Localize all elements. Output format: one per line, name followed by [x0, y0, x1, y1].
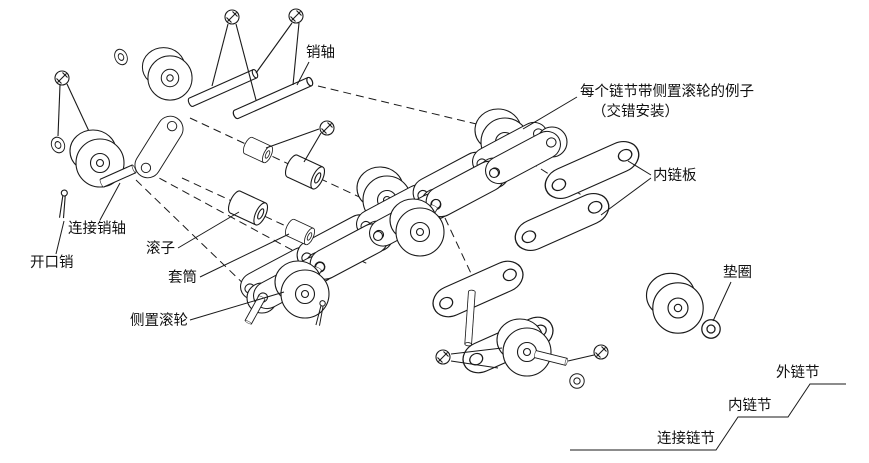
label-example-line1: 每个链节带侧置滚轮的例子 [580, 83, 754, 100]
lower-outer-link-group [427, 255, 609, 389]
label-outer-link: 外链节 [776, 364, 820, 381]
label-roller: 滚子 [146, 240, 175, 257]
label-inner-plate: 内链板 [653, 166, 697, 184]
leader-pin [296, 61, 310, 86]
label-inner-link: 内链节 [728, 397, 772, 414]
roller-tube [282, 152, 328, 192]
hatch-symbol [224, 9, 240, 25]
left-connecting-link-group [48, 70, 138, 219]
washer-ring [569, 373, 585, 389]
leader-cotter-pin [55, 220, 65, 255]
leader-inner-plate [600, 177, 652, 216]
leader-side-roller [189, 291, 285, 321]
label-washer: 垫圈 [723, 264, 752, 281]
side-roller [645, 272, 704, 334]
leader-connecting-pin [99, 182, 121, 221]
pin-end [372, 230, 384, 242]
leader-washer [712, 281, 732, 322]
washer-ring [48, 134, 68, 156]
pin-end [488, 167, 500, 179]
label-pin-shaft: 销轴 [306, 44, 335, 61]
drawing [48, 8, 721, 389]
washer-ring [111, 46, 131, 68]
chain-assembly-group [235, 108, 568, 327]
hatch-symbol [319, 120, 335, 136]
roller-bushing-group [225, 120, 335, 247]
hatch-symbol [435, 349, 451, 365]
leader-example [522, 96, 578, 130]
outer-plate [427, 255, 529, 323]
side-roller [141, 47, 193, 101]
roller-tube [225, 188, 271, 228]
labels-group: 销轴 每个链节带侧置滚轮的例子 （交错安装） 内链板 连接销轴 开口销 滚子 套… [30, 44, 820, 447]
label-side-roller: 侧置滚轮 [130, 312, 188, 329]
cotter-pin [58, 189, 69, 219]
leader-bushing [199, 233, 290, 278]
label-cotter-pin: 开口销 [30, 254, 74, 271]
hatch-symbol [288, 8, 304, 24]
label-connecting-link: 连接链节 [657, 430, 715, 447]
callout-leaders [55, 61, 846, 451]
label-example-line2: （交错安装） [592, 102, 679, 120]
pin-shaft [186, 68, 260, 108]
label-connecting-pin: 连接销轴 [68, 220, 126, 237]
bracket-stairs [570, 383, 846, 451]
leader-roller [177, 211, 240, 249]
outer-plate [129, 110, 189, 184]
bushing-tube [240, 135, 276, 165]
hatch-symbol [593, 344, 609, 360]
leader-inner-plate [627, 160, 652, 176]
label-bushing: 套筒 [168, 269, 197, 286]
hatch-symbol [54, 70, 70, 86]
top-outer-link-group [111, 8, 315, 184]
washer-group [645, 272, 721, 339]
washer-ring [701, 319, 721, 339]
